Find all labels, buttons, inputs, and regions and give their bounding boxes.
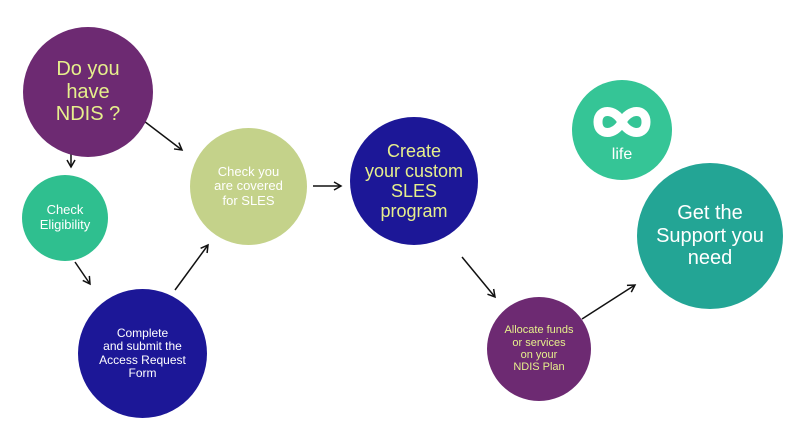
logo-text: life <box>611 146 633 163</box>
step-eligibility-label: Check Eligibility <box>39 202 91 232</box>
step-allocate-label: Allocate funds or services on your NDIS … <box>504 324 574 374</box>
step-ndis-label: Do you have NDIS ? <box>55 58 121 126</box>
step-eligibility: Check Eligibility <box>22 175 108 261</box>
infinity-logo-icon <box>593 102 651 142</box>
arrow-allocate-to-support <box>581 284 637 320</box>
arrow-ndis-to-covered <box>139 117 184 151</box>
life-logo: life <box>572 80 672 180</box>
step-covered-label: Check you are covered for SLES <box>214 163 283 208</box>
step-ndis: Do you have NDIS ? <box>23 27 153 157</box>
step-create-program-label: Create your custom SLES program <box>364 140 464 222</box>
step-access-request: Complete and submit the Access Request F… <box>78 289 207 418</box>
step-access-request-label: Complete and submit the Access Request F… <box>99 325 186 380</box>
step-allocate: Allocate funds or services on your NDIS … <box>487 297 591 401</box>
arrow-access-to-covered <box>174 243 209 291</box>
step-support: Get the Support you need <box>637 163 783 309</box>
step-create-program: Create your custom SLES program <box>350 117 478 245</box>
step-support-label: Get the Support you need <box>656 202 764 270</box>
arrow-create-to-allocate <box>461 256 496 299</box>
arrow-eligibility-to-access <box>74 261 91 286</box>
step-covered: Check you are covered for SLES <box>190 128 307 245</box>
